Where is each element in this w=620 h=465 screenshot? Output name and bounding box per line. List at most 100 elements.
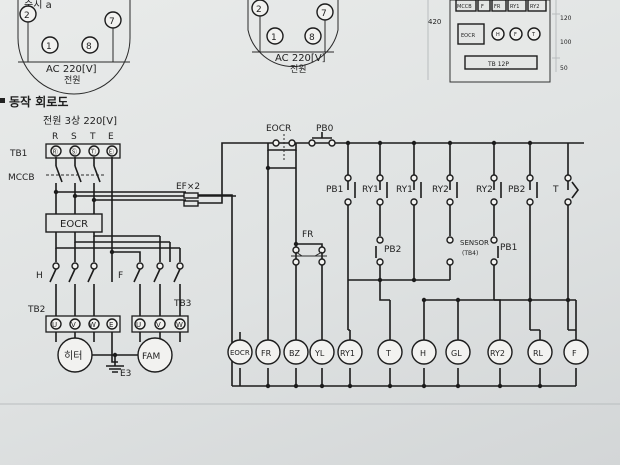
tb1-mark-t: Ⓣ — [89, 148, 96, 156]
load-t: T — [377, 339, 403, 365]
tb3-v: V — [156, 321, 161, 329]
load-ry1-label: RY1 — [340, 349, 355, 358]
terminal-r: R — [52, 132, 58, 142]
eocr-top-label: EOCR — [266, 124, 291, 134]
load-t-label: T — [385, 349, 391, 358]
sensor-label: SENSOR — [460, 239, 489, 247]
load-eocr: EOCR — [227, 339, 253, 365]
dim-100: 100 — [560, 39, 572, 46]
panel-tb12p: TB 12P — [487, 61, 509, 68]
load-h-label: H — [420, 349, 426, 358]
load-h: H — [411, 339, 437, 365]
load-eocr-label: EOCR — [230, 349, 250, 357]
load-yl-label: YL — [314, 349, 325, 358]
power-word-mid: 전원 — [290, 64, 307, 75]
ry2-label-b: RY2 — [476, 185, 493, 195]
pb1-label-a: PB1 — [326, 185, 343, 195]
panel-layout: 420 MCCB F FR RY1 RY2 EOCR H F T TB 12P — [427, 0, 572, 83]
load-yl: YL — [309, 339, 335, 365]
load-gl-label: GL — [451, 349, 462, 358]
load-f-label: F — [572, 349, 577, 358]
eocr-box — [45, 213, 103, 233]
top-left-text: 순시 a — [24, 0, 52, 11]
tb3-terminals: U V W — [134, 318, 186, 330]
load-f: F — [563, 339, 589, 365]
pin-1: 1 — [46, 42, 52, 52]
pin-2-mid: 2 — [256, 5, 262, 15]
panel-row2: EOCR H F T — [457, 23, 541, 45]
panel-f2: F — [514, 32, 517, 38]
tb1-mark-e: Ⓔ — [107, 148, 114, 156]
tb2-w: W — [89, 321, 96, 329]
panel-row1: MCCB F FR RY1 RY2 — [455, 0, 547, 12]
fan-contacts — [112, 251, 184, 318]
terminal-e: E — [108, 132, 114, 142]
heater-label: 히터 — [64, 350, 82, 362]
fan-switch-label: F — [118, 271, 123, 281]
pin-2: 2 — [24, 11, 30, 21]
ry1-label-a: RY1 — [362, 185, 379, 195]
tb1-mark-r: Ⓡ — [51, 148, 58, 156]
terminal-s: S — [71, 132, 77, 142]
panel-eocr: EOCR — [461, 33, 476, 39]
eocr-box-label: EOCR — [60, 219, 88, 230]
ry2-label-a: RY2 — [432, 185, 449, 195]
dim-50: 50 — [560, 65, 568, 72]
mccb-breaker — [46, 157, 113, 282]
pb0-label: PB0 — [316, 124, 334, 134]
tb4-label: (TB4) — [462, 250, 478, 257]
dim-120: 120 — [560, 15, 572, 22]
panel-height: 420 — [428, 18, 441, 26]
heater-contacts — [49, 262, 98, 318]
section-title: 동작 회로도 — [9, 94, 68, 109]
panel-fr: FR — [494, 4, 501, 10]
junction-dots — [53, 140, 571, 389]
tb3-label: TB3 — [173, 299, 191, 309]
ry1-label-b: RY1 — [396, 185, 413, 195]
pin-7: 7 — [109, 17, 115, 27]
tb1-label: TB1 — [9, 149, 27, 159]
pin-7-mid: 7 — [321, 9, 327, 19]
tb3-w: W — [176, 321, 183, 329]
panel-h: H — [496, 32, 500, 38]
pin-8-mid: 8 — [309, 33, 315, 43]
power-word-left: 전원 — [64, 75, 81, 86]
pb1-label-b: PB1 — [500, 243, 517, 253]
heater-switch-label: H — [36, 271, 43, 281]
pb2-label-b: PB2 — [384, 245, 401, 255]
top-mid-relay-base: 2 7 1 8 AC 220[V] 전원 — [247, 0, 339, 75]
tb2-v: V — [71, 321, 76, 329]
panel-t: T — [531, 32, 536, 38]
t-label-a: T — [552, 185, 559, 195]
pb2-label-a: PB2 — [508, 185, 525, 195]
panel-mccb: MCCB — [457, 4, 472, 10]
load-fr-label: FR — [261, 349, 272, 358]
load-ry2: RY2 — [487, 339, 513, 365]
load-ry2-label: RY2 — [490, 349, 505, 358]
tb2-terminals: U V W E — [50, 318, 118, 330]
panel-ry1: RY1 — [510, 4, 519, 10]
power-label: 전원 3상 220[V] — [43, 115, 117, 127]
mccb-label: MCCB — [8, 173, 35, 183]
panel-f: F — [481, 4, 484, 10]
terminal-t: T — [89, 132, 96, 142]
load-bz: BZ — [283, 339, 309, 365]
load-rl: RL — [527, 339, 553, 365]
tb2-e: E — [109, 321, 113, 329]
fr-label: FR — [302, 230, 313, 240]
tb1-mark-s: Ⓢ — [70, 148, 77, 156]
contact-row — [344, 174, 579, 206]
pin-8: 8 — [86, 42, 92, 52]
load-rl-label: RL — [533, 349, 544, 358]
panel-ry2: RY2 — [530, 4, 539, 10]
ac-label-left: AC 220[V] — [46, 64, 97, 75]
fam-label: FAM — [142, 352, 160, 362]
load-ry1: RY1 — [337, 339, 363, 365]
ef-label: EF×2 — [176, 182, 200, 192]
tb2-u: U — [52, 321, 57, 329]
ac-label-mid: AC 220[V] — [275, 53, 326, 64]
tb3-u: U — [136, 321, 141, 329]
load-gl: GL — [445, 339, 471, 365]
